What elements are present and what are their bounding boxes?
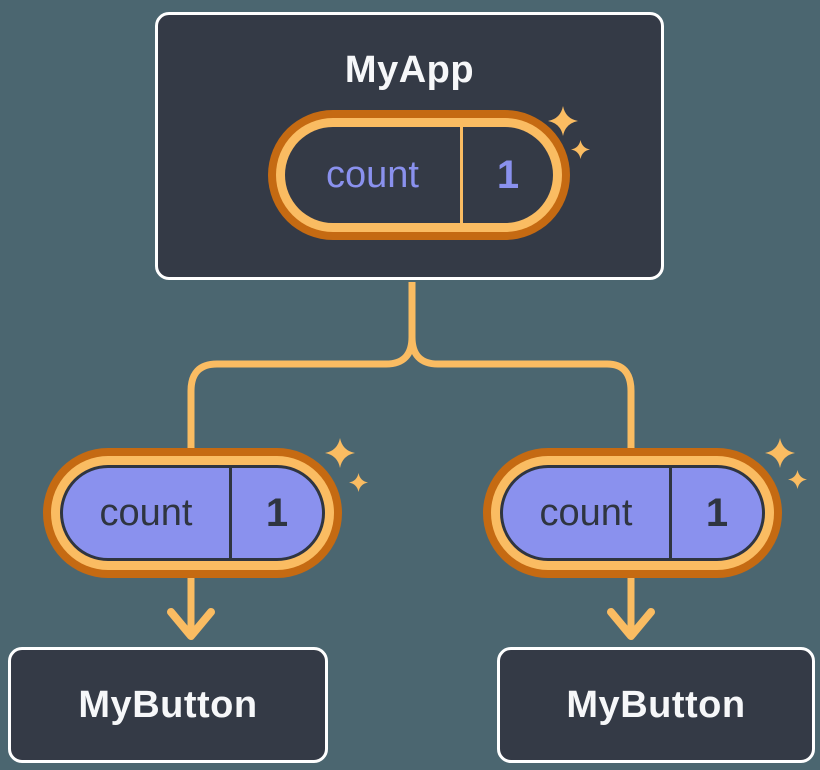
state-value: 1 — [496, 153, 520, 197]
sparkle-icon — [548, 106, 578, 136]
sparkle-icon — [788, 470, 807, 489]
node-mybutton-left: MyButton — [8, 647, 328, 763]
node-mybutton-left-title: MyButton — [78, 684, 258, 726]
sparkle-icon — [765, 438, 795, 468]
state-value: 1 — [265, 491, 289, 535]
state-label: count — [326, 154, 419, 196]
state-pill-divider — [460, 127, 463, 223]
arrowhead-right-icon — [607, 608, 655, 640]
sparkle-icon — [325, 438, 355, 468]
node-mybutton-right-title: MyButton — [566, 684, 746, 726]
state-pill-divider — [229, 468, 232, 558]
state-label: count — [99, 492, 193, 534]
state-pill-right: count 1 — [483, 448, 782, 578]
state-pill-left: count 1 — [43, 448, 342, 578]
connector-right-branch — [408, 282, 635, 632]
state-value: 1 — [705, 491, 729, 535]
arrowhead-left-icon — [167, 608, 215, 640]
state-pill-root: count 1 — [268, 110, 570, 240]
sparkle-icon — [349, 473, 368, 492]
node-myapp-title: MyApp — [344, 49, 475, 91]
node-myapp: MyApp count 1 — [155, 12, 664, 280]
sparkle-icon — [571, 140, 590, 159]
state-label: count — [539, 492, 633, 534]
state-pill-divider — [669, 468, 672, 558]
node-mybutton-right: MyButton — [497, 647, 815, 763]
